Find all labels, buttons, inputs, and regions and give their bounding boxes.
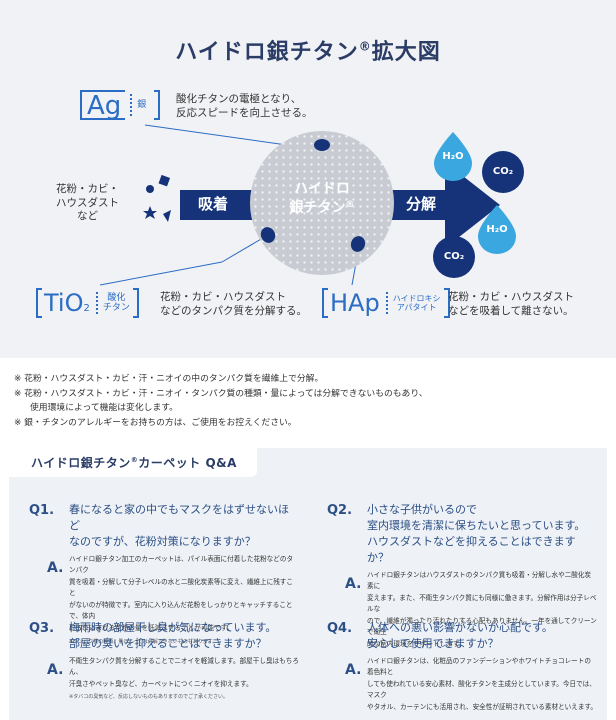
qa-item: Q3. 梅雨時の部屋干し臭が気になっています。 部屋の臭いを抑えることはできます…	[29, 620, 299, 702]
ag-component: Ag 銀	[80, 90, 161, 120]
titanium-particle-icon	[260, 227, 276, 243]
pollen-label: 花粉・カビ・ ハウスダスト など	[56, 183, 119, 223]
question-text: 小さな子供がいるので 室内環境を清潔に保ちたいと思っています。 ハウスダストなど…	[367, 503, 586, 564]
question: Q1. 春になると家の中でもマスクをはずせないほど なのですが、花粉対策になりま…	[29, 502, 299, 550]
tio2-name: 酸化 チタン	[102, 292, 130, 313]
answer: A. ハイドロ銀チタンはハウスダストのタンパク質も吸着・分解し水や二酸化炭素に …	[327, 570, 597, 651]
water-drop-icon	[478, 205, 516, 254]
tio2-symbol: TiO2	[44, 289, 90, 317]
hap-component: HAp ハイドロキシ アパタイト	[322, 288, 450, 318]
answer-mark: A.	[345, 661, 362, 678]
question-number: Q4.	[327, 621, 353, 636]
notes: ※ 花粉・ハウスダスト・カビ・汗・ニオイの中のタンパク質を繊維上で分解。 ※ 花…	[14, 372, 604, 430]
co2-molecule-icon	[482, 151, 524, 193]
ag-description: 酸化チタンの電極となり、 反応スピードを向上させる。	[176, 93, 313, 120]
note-item: ※ 花粉・ハウスダスト・カビ・汗・ニオイ・タンパク質の種類・量によっては分解でき…	[14, 388, 428, 399]
question-number: Q1.	[29, 503, 55, 518]
answer-note: ※タンパク質の種類、量によっては分解できないものもあります。	[69, 638, 218, 645]
question: Q3. 梅雨時の部屋干し臭が気になっています。 部屋の臭いを抑えることはできます…	[29, 620, 299, 652]
answer-text: ハイドロ銀チタンは、化粧品のファンデーションやホワイトチョコレートの着色料と し…	[367, 656, 597, 711]
h2o-label: H₂O	[486, 224, 508, 235]
ag-name: 銀	[137, 99, 147, 110]
adsorb-label: 吸着	[198, 195, 229, 213]
diagram-title: ハイドロ銀チタン®拡大図	[175, 39, 441, 65]
question-number: Q2.	[327, 503, 353, 518]
enlarged-diagram: ハイドロ銀チタン®拡大図	[0, 0, 616, 358]
co2-label: CO₂	[443, 251, 465, 262]
answer: A. ハイドロ銀チタンは、化粧品のファンデーションやホワイトチョコレートの着色料…	[327, 656, 597, 714]
co2-molecule-icon	[433, 236, 475, 278]
qa-item: Q1. 春になると家の中でもマスクをはずせないほど なのですが、花粉対策になりま…	[29, 502, 299, 646]
note-item: ※ 花粉・ハウスダスト・カビ・汗・ニオイの中のタンパク質を繊維上で分解。	[14, 374, 324, 384]
answer-mark: A.	[47, 559, 64, 576]
apatite-particle-icon	[350, 236, 366, 252]
qa-title: ハイドロ銀チタン®カーペット Q&A	[9, 448, 257, 477]
answer-text: 不衛生タンパク質を分解することでニオイを軽減します。部屋干し臭はもちろん、 汗臭…	[69, 656, 299, 701]
note-item: ※ 銀・チタンのアレルギーをお持ちの方は、ご使用をお控えください。	[14, 417, 297, 428]
answer: A. ハイドロ銀チタン加工のカーペットは、パイル表面に付着した花粉などのタンパク…	[29, 554, 299, 646]
co2-label: CO₂	[492, 166, 514, 177]
h2o-label: H₂O	[442, 151, 464, 162]
ag-symbol: Ag	[80, 90, 126, 120]
hap-description: 花粉・カビ・ハウスダスト などを吸着して離さない。	[448, 291, 574, 318]
answer-mark: A.	[345, 575, 362, 592]
hap-name: ハイドロキシ アパタイト	[392, 293, 441, 312]
question: Q4. 人体への悪い影響がないか心配です。 安心して使用できますか？	[327, 620, 597, 652]
answer-mark: A.	[47, 661, 64, 678]
answer-note: ※タバコの臭気など、反応しないものもありますのでご了承ください。	[69, 694, 228, 701]
question: Q2. 小さな子供がいるので 室内環境を清潔に保ちたいと思っています。 ハウスダ…	[327, 502, 597, 566]
qa-item: Q4. 人体への悪い影響がないか心配です。 安心して使用できますか？ A. ハイ…	[327, 620, 597, 714]
qa-section: ハイドロ銀チタン®カーペット Q&A Q1. 春になると家の中でもマスクをはずせ…	[9, 448, 607, 720]
qa-item: Q2. 小さな子供がいるので 室内環境を清潔に保ちたいと思っています。 ハウスダ…	[327, 502, 597, 650]
tio2-component: TiO2 酸化 チタン	[36, 288, 139, 318]
question-text: 梅雨時の部屋干し臭が気になっています。 部屋の臭いを抑えることはできますか？	[69, 621, 277, 650]
diagram-graphic	[99, 124, 524, 286]
hap-symbol: HAp	[330, 289, 380, 317]
answer-text: ハイドロ銀チタンはハウスダストのタンパク質も吸着・分解し水や二酸化炭素に 変えま…	[367, 570, 597, 648]
question-number: Q3.	[29, 621, 55, 636]
decompose-label: 分解	[406, 195, 437, 213]
silver-particle-icon	[314, 139, 330, 151]
question-text: 春になると家の中でもマスクをはずせないほど なのですが、花粉対策になりますか？	[69, 503, 289, 548]
answer: A. 不衛生タンパク質を分解することでニオイを軽減します。部屋干し臭はもちろん、…	[29, 656, 299, 702]
pollen-icons	[143, 174, 171, 222]
water-drop-icon	[434, 132, 472, 181]
answer-text: ハイドロ銀チタン加工のカーペットは、パイル表面に付着した花粉などのタンパク 質を…	[69, 554, 299, 646]
tio2-connector-line	[99, 261, 223, 286]
particle-label: ハイドロ 銀チタン®	[289, 181, 355, 216]
question-text: 人体への悪い影響がないか心配です。 安心して使用できますか？	[367, 621, 553, 650]
note-item: 使用環境によって機能は変化します。	[30, 403, 178, 413]
tio2-description: 花粉・カビ・ハウスダスト などのタンパク質を分解する。	[160, 291, 307, 318]
